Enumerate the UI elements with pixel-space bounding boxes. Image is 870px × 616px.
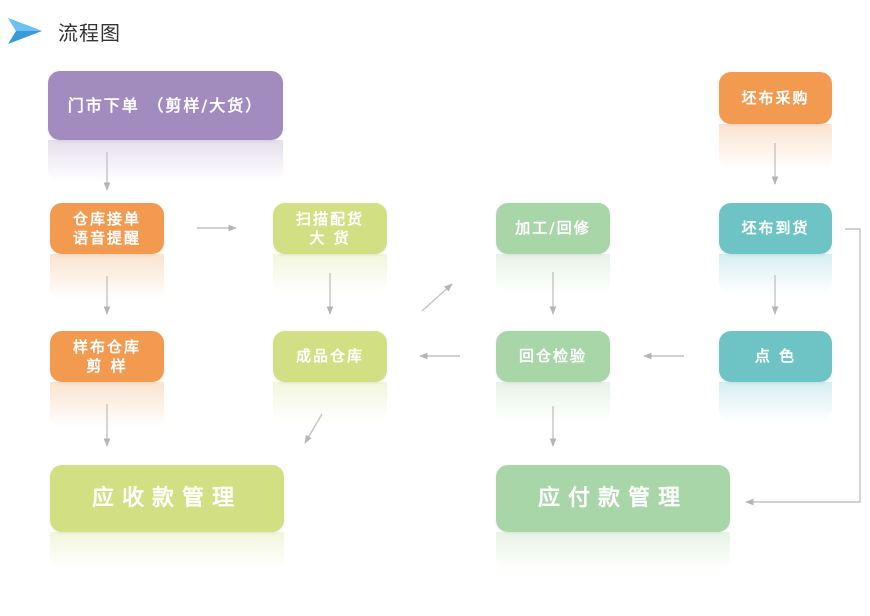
greige-arrival-label: 坯布到货: [741, 219, 810, 238]
color-check-label: 点 色: [754, 347, 797, 366]
scan-dispatch-line2: 大 货: [309, 228, 351, 247]
warehouse-order-line2: 语音提醒: [72, 228, 141, 247]
payable-node: 应付款管理: [496, 465, 730, 532]
finished-warehouse-node: 成品仓库: [273, 331, 387, 382]
finished-warehouse-label: 成品仓库: [295, 347, 364, 366]
paper-plane-icon: [8, 18, 42, 44]
color-check-reflection: [719, 382, 832, 422]
receivable-node: 应收款管理: [50, 465, 284, 532]
arrow-arrival-to-payable: [745, 228, 861, 506]
store-order-node: 门市下单 （剪样/大货）: [48, 71, 283, 140]
sample-warehouse-line1: 样布仓库: [72, 337, 141, 356]
page-title: 流程图: [58, 20, 121, 45]
receivable-label: 应收款管理: [91, 485, 242, 511]
greige-purchase-node: 坯布采购: [719, 72, 832, 124]
payable-label: 应付款管理: [537, 485, 688, 511]
sample-warehouse-node: 样布仓库 剪 样: [50, 331, 164, 382]
arrow-finished-to-receivable: [304, 413, 323, 444]
store-order-reflection: [48, 140, 283, 182]
greige-arrival-node: 坯布到货: [719, 203, 832, 254]
processing-node: 加工/回修: [496, 203, 610, 254]
arrow-to-processing: [421, 283, 453, 312]
return-inspect-label: 回仓检验: [518, 347, 587, 366]
finished-warehouse-reflection: [273, 382, 387, 422]
return-inspect-node: 回仓检验: [496, 331, 610, 382]
warehouse-order-line1: 仓库接单: [72, 209, 141, 228]
receivable-reflection: [50, 532, 284, 570]
scan-dispatch-line1: 扫描配货: [295, 209, 364, 228]
color-check-node: 点 色: [719, 331, 832, 382]
payable-reflection: [496, 532, 730, 570]
page-header: 流程图: [8, 14, 121, 48]
store-order-label: 门市下单 （剪样/大货）: [67, 95, 264, 115]
processing-label: 加工/回修: [515, 219, 591, 238]
scan-dispatch-node: 扫描配货 大 货: [273, 203, 387, 254]
sample-warehouse-line2: 剪 样: [86, 356, 128, 375]
warehouse-order-node: 仓库接单 语音提醒: [50, 203, 164, 254]
greige-purchase-label: 坯布采购: [741, 88, 810, 107]
